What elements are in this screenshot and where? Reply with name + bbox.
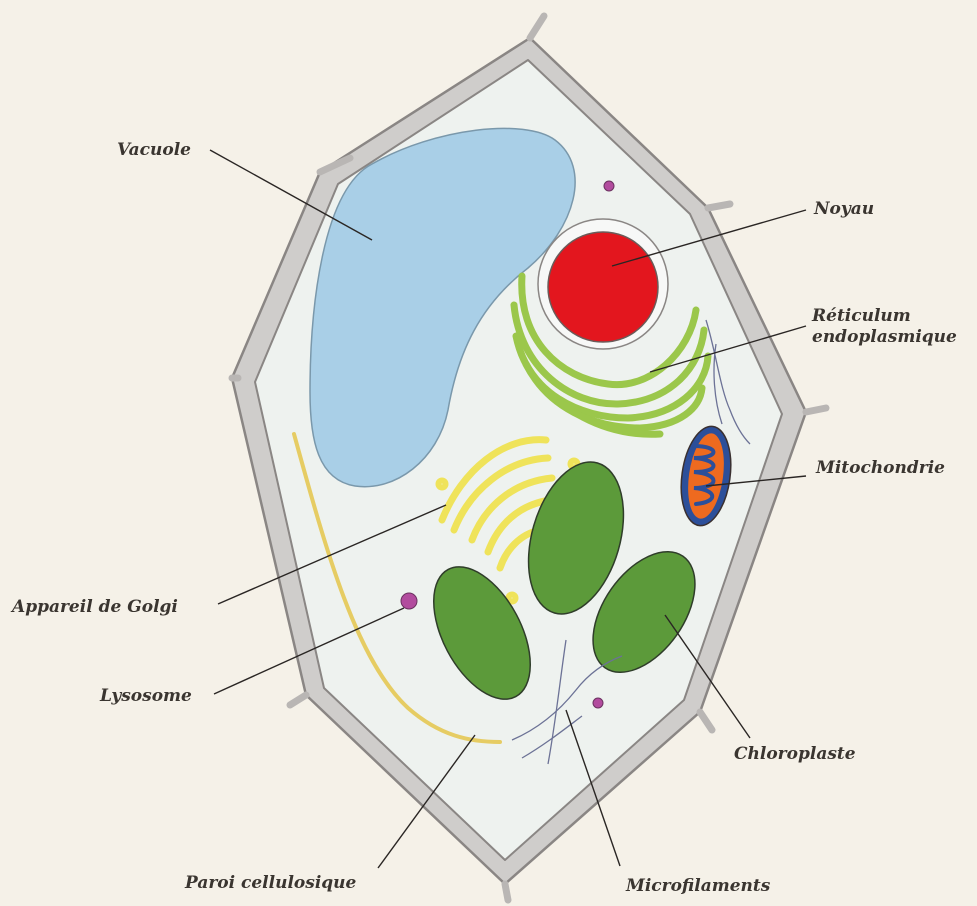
label-golgi: Appareil de Golgi (12, 597, 178, 618)
label-mitochondrie: Mitochondrie (816, 458, 945, 479)
label-vacuole: Vacuole (117, 140, 191, 161)
label-chloroplaste: Chloroplaste (734, 744, 856, 765)
label-paroi: Paroi cellulosique (185, 873, 356, 894)
label-reticulum: Réticulum endoplasmique (812, 306, 957, 348)
label-reticulum-line-1: Réticulum (812, 306, 957, 327)
nucleus (538, 219, 668, 349)
label-noyau: Noyau (814, 199, 874, 220)
label-reticulum-line-2: endoplasmique (812, 327, 957, 348)
label-microfilaments: Microfilaments (626, 876, 770, 897)
label-lysosome: Lysosome (100, 686, 192, 707)
